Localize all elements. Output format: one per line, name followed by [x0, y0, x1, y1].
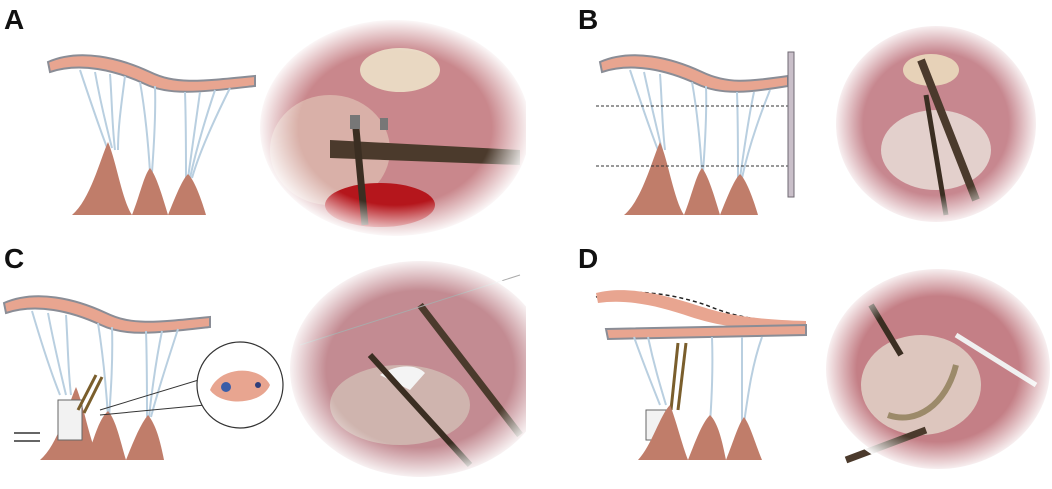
- panel-d-artwork: [595, 265, 1052, 473]
- mitral-valve-illustration: [596, 51, 795, 215]
- panel-label-a: A: [4, 4, 25, 35]
- panel-label-b: B: [578, 4, 599, 35]
- mitral-valve-illustration: [2, 295, 284, 460]
- surgical-photo: [286, 257, 526, 481]
- panel-a-artwork: [46, 18, 526, 238]
- panel-c: C: [0, 245, 526, 489]
- mitral-valve-illustration: [46, 54, 256, 215]
- panel-b-artwork: [596, 22, 1040, 226]
- panel-d: D: [526, 245, 1052, 489]
- panel-c-artwork: [2, 257, 526, 481]
- panel-b: B: [526, 0, 1052, 244]
- panel-a: A: [0, 0, 526, 244]
- surgical-photo: [832, 22, 1040, 226]
- mitral-valve-illustration: [595, 290, 807, 460]
- panel-label-c: C: [4, 243, 25, 274]
- panel-label-d: D: [578, 243, 599, 274]
- surgical-photo: [257, 18, 526, 238]
- surgical-photo: [822, 265, 1052, 473]
